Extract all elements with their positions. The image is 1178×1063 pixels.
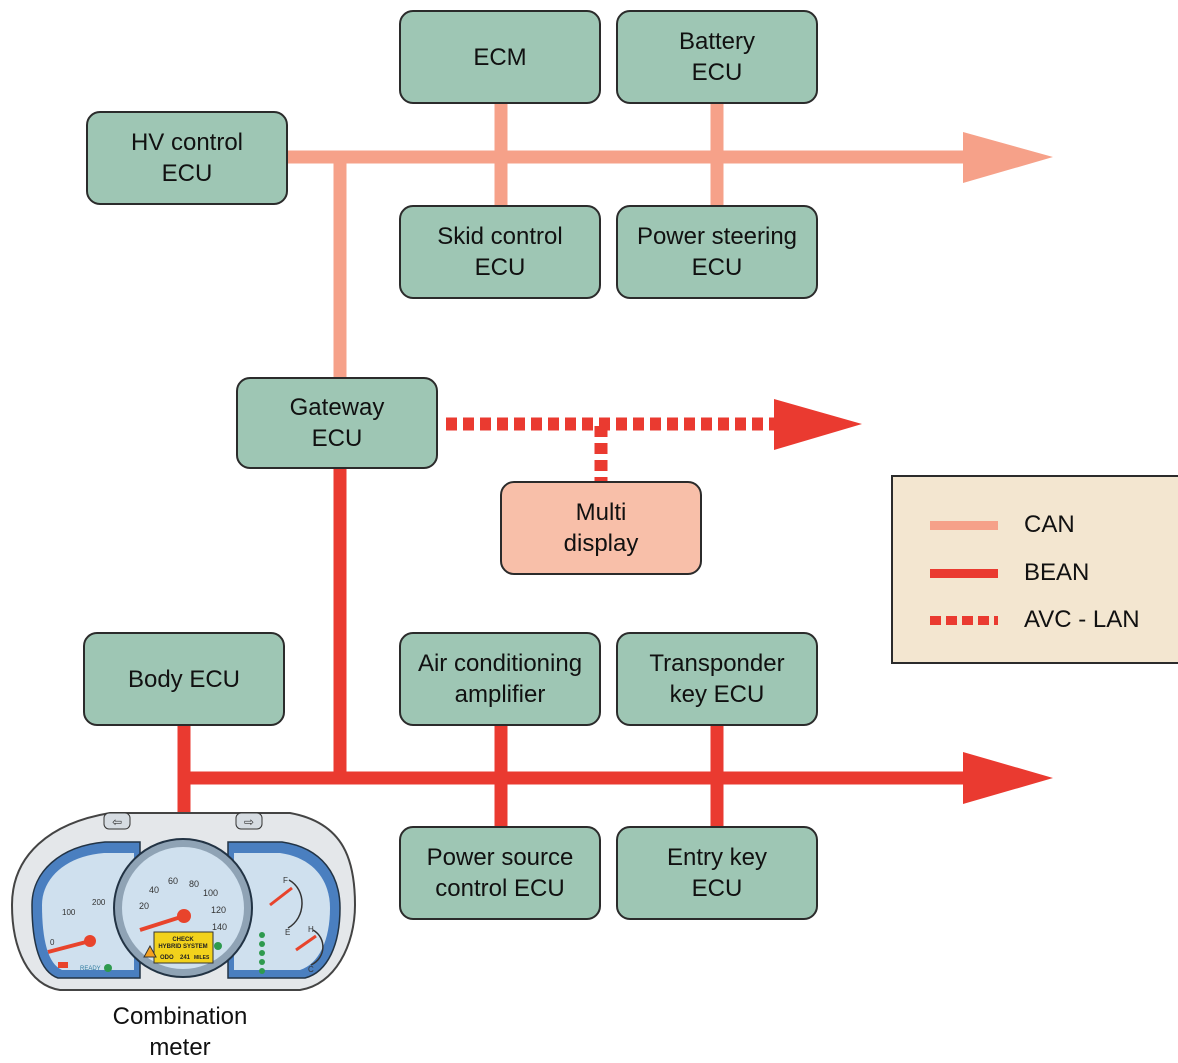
warning-icon <box>143 944 157 958</box>
air-conditioning-amplifier-box: Air conditioning amplifier <box>399 632 601 726</box>
left-turn-arrow: ⇦ <box>112 815 122 829</box>
speed-tick-40: 40 <box>149 885 159 895</box>
meter-left-face <box>42 853 134 970</box>
gateway-ecu-box: Gateway ECU <box>236 377 438 469</box>
ready-text: READY <box>80 966 101 972</box>
tach-tick-200: 200 <box>92 898 106 907</box>
entry-key-ecu-box: Entry key ECU <box>616 826 818 920</box>
tach-tick-0: 0 <box>50 938 55 947</box>
power-steering-ecu-box: Power steering ECU <box>616 205 818 299</box>
fuel-empty-mark: E <box>285 928 290 937</box>
right-turn-signal-icon <box>235 812 263 830</box>
avc-lan-swatch <box>930 616 998 625</box>
legend-item-bean: BEAN <box>893 558 1178 588</box>
meter-right-face <box>234 853 330 970</box>
screen-odo: ODO <box>160 955 174 961</box>
bean-arrowhead <box>963 752 1053 804</box>
speed-tick-20: 20 <box>139 901 149 911</box>
screen-line-hybrid: HYBRID SYSTEM <box>158 944 207 950</box>
speedometer-needle <box>139 914 185 932</box>
power-source-control-ecu-box: Power source control ECU <box>399 826 601 920</box>
speed-tick-80: 80 <box>189 879 199 889</box>
avc-arrowhead <box>774 399 862 450</box>
multi-display-box: Multi display <box>500 481 702 575</box>
ecm-box: ECM <box>399 10 601 104</box>
left-turn-signal-icon <box>103 812 131 830</box>
temp-gauge-arc <box>310 929 324 966</box>
temp-hot-mark: H <box>308 925 314 934</box>
screen-odo-unit: MILES <box>194 955 210 961</box>
hv-control-ecu-box: HV control ECU <box>86 111 288 205</box>
transponder-key-ecu-box: Transponder key ECU <box>616 632 818 726</box>
ready-light <box>104 964 112 972</box>
battery-ecu-box: Battery ECU <box>616 10 818 104</box>
indicator-lights <box>259 932 265 974</box>
tachometer-hub <box>84 935 96 947</box>
screen-odo-value: 241 <box>180 955 191 961</box>
bean-bus <box>177 467 975 828</box>
legend: CAN BEAN AVC - LAN <box>891 475 1178 664</box>
tach-tick-100: 100 <box>62 908 76 917</box>
legend-label-bean: BEAN <box>1024 559 1090 586</box>
battery-warning-icon <box>58 962 68 968</box>
fuel-full-mark: F <box>283 876 288 885</box>
fuel-gauge-needle <box>269 886 293 907</box>
right-turn-arrow: ⇨ <box>244 815 254 829</box>
combination-meter: ⇦ ⇨ 0 100 200 20 40 60 80 100 120 140 CH… <box>10 812 357 991</box>
legend-item-can: CAN <box>893 510 1178 540</box>
legend-item-avc-lan: AVC - LAN <box>893 605 1178 635</box>
body-ecu-box: Body ECU <box>83 632 285 726</box>
avc-lan-bus <box>446 417 785 483</box>
temp-cold-mark: C <box>308 965 314 974</box>
screen-line-check: CHECK <box>172 937 194 943</box>
hybrid-system-screen <box>153 931 214 964</box>
can-bus <box>288 103 975 380</box>
can-arrowhead <box>963 132 1053 183</box>
center-indicator-light <box>214 942 222 950</box>
bean-swatch <box>930 569 998 578</box>
legend-label-avc-lan: AVC - LAN <box>1024 606 1140 633</box>
speed-tick-100: 100 <box>203 888 218 898</box>
can-swatch <box>930 521 998 530</box>
tachometer-needle <box>47 939 91 954</box>
speed-tick-60: 60 <box>168 876 178 886</box>
speed-tick-140: 140 <box>212 922 227 932</box>
combination-meter-label: Combination meter <box>112 1003 248 1061</box>
legend-label-can: CAN <box>1024 511 1075 538</box>
speedometer-hub <box>177 909 191 923</box>
fuel-gauge-arc <box>287 879 303 929</box>
speed-tick-120: 120 <box>211 905 226 915</box>
temp-gauge-needle <box>295 934 317 952</box>
skid-control-ecu-box: Skid control ECU <box>399 205 601 299</box>
